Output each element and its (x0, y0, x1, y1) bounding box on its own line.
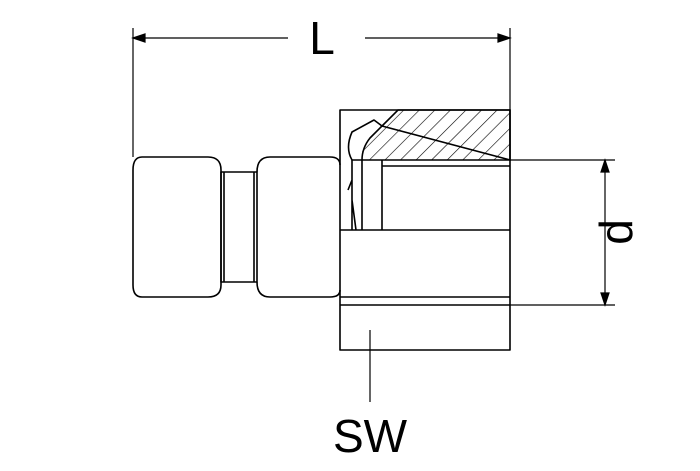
arrowhead-l-left (131, 33, 146, 43)
arrowhead-d-top (600, 158, 610, 173)
plug-groove (220, 171, 258, 283)
length-label: L (309, 12, 335, 64)
plug-head (132, 156, 222, 298)
diameter-label: d (590, 219, 642, 245)
plug-body (256, 156, 341, 298)
arrowhead-d-bottom (600, 292, 610, 307)
arrowhead-l-right (497, 33, 512, 43)
section-hatch (362, 110, 510, 160)
bore-inner-step (347, 160, 383, 231)
wrench-size-label: SW (333, 410, 408, 462)
